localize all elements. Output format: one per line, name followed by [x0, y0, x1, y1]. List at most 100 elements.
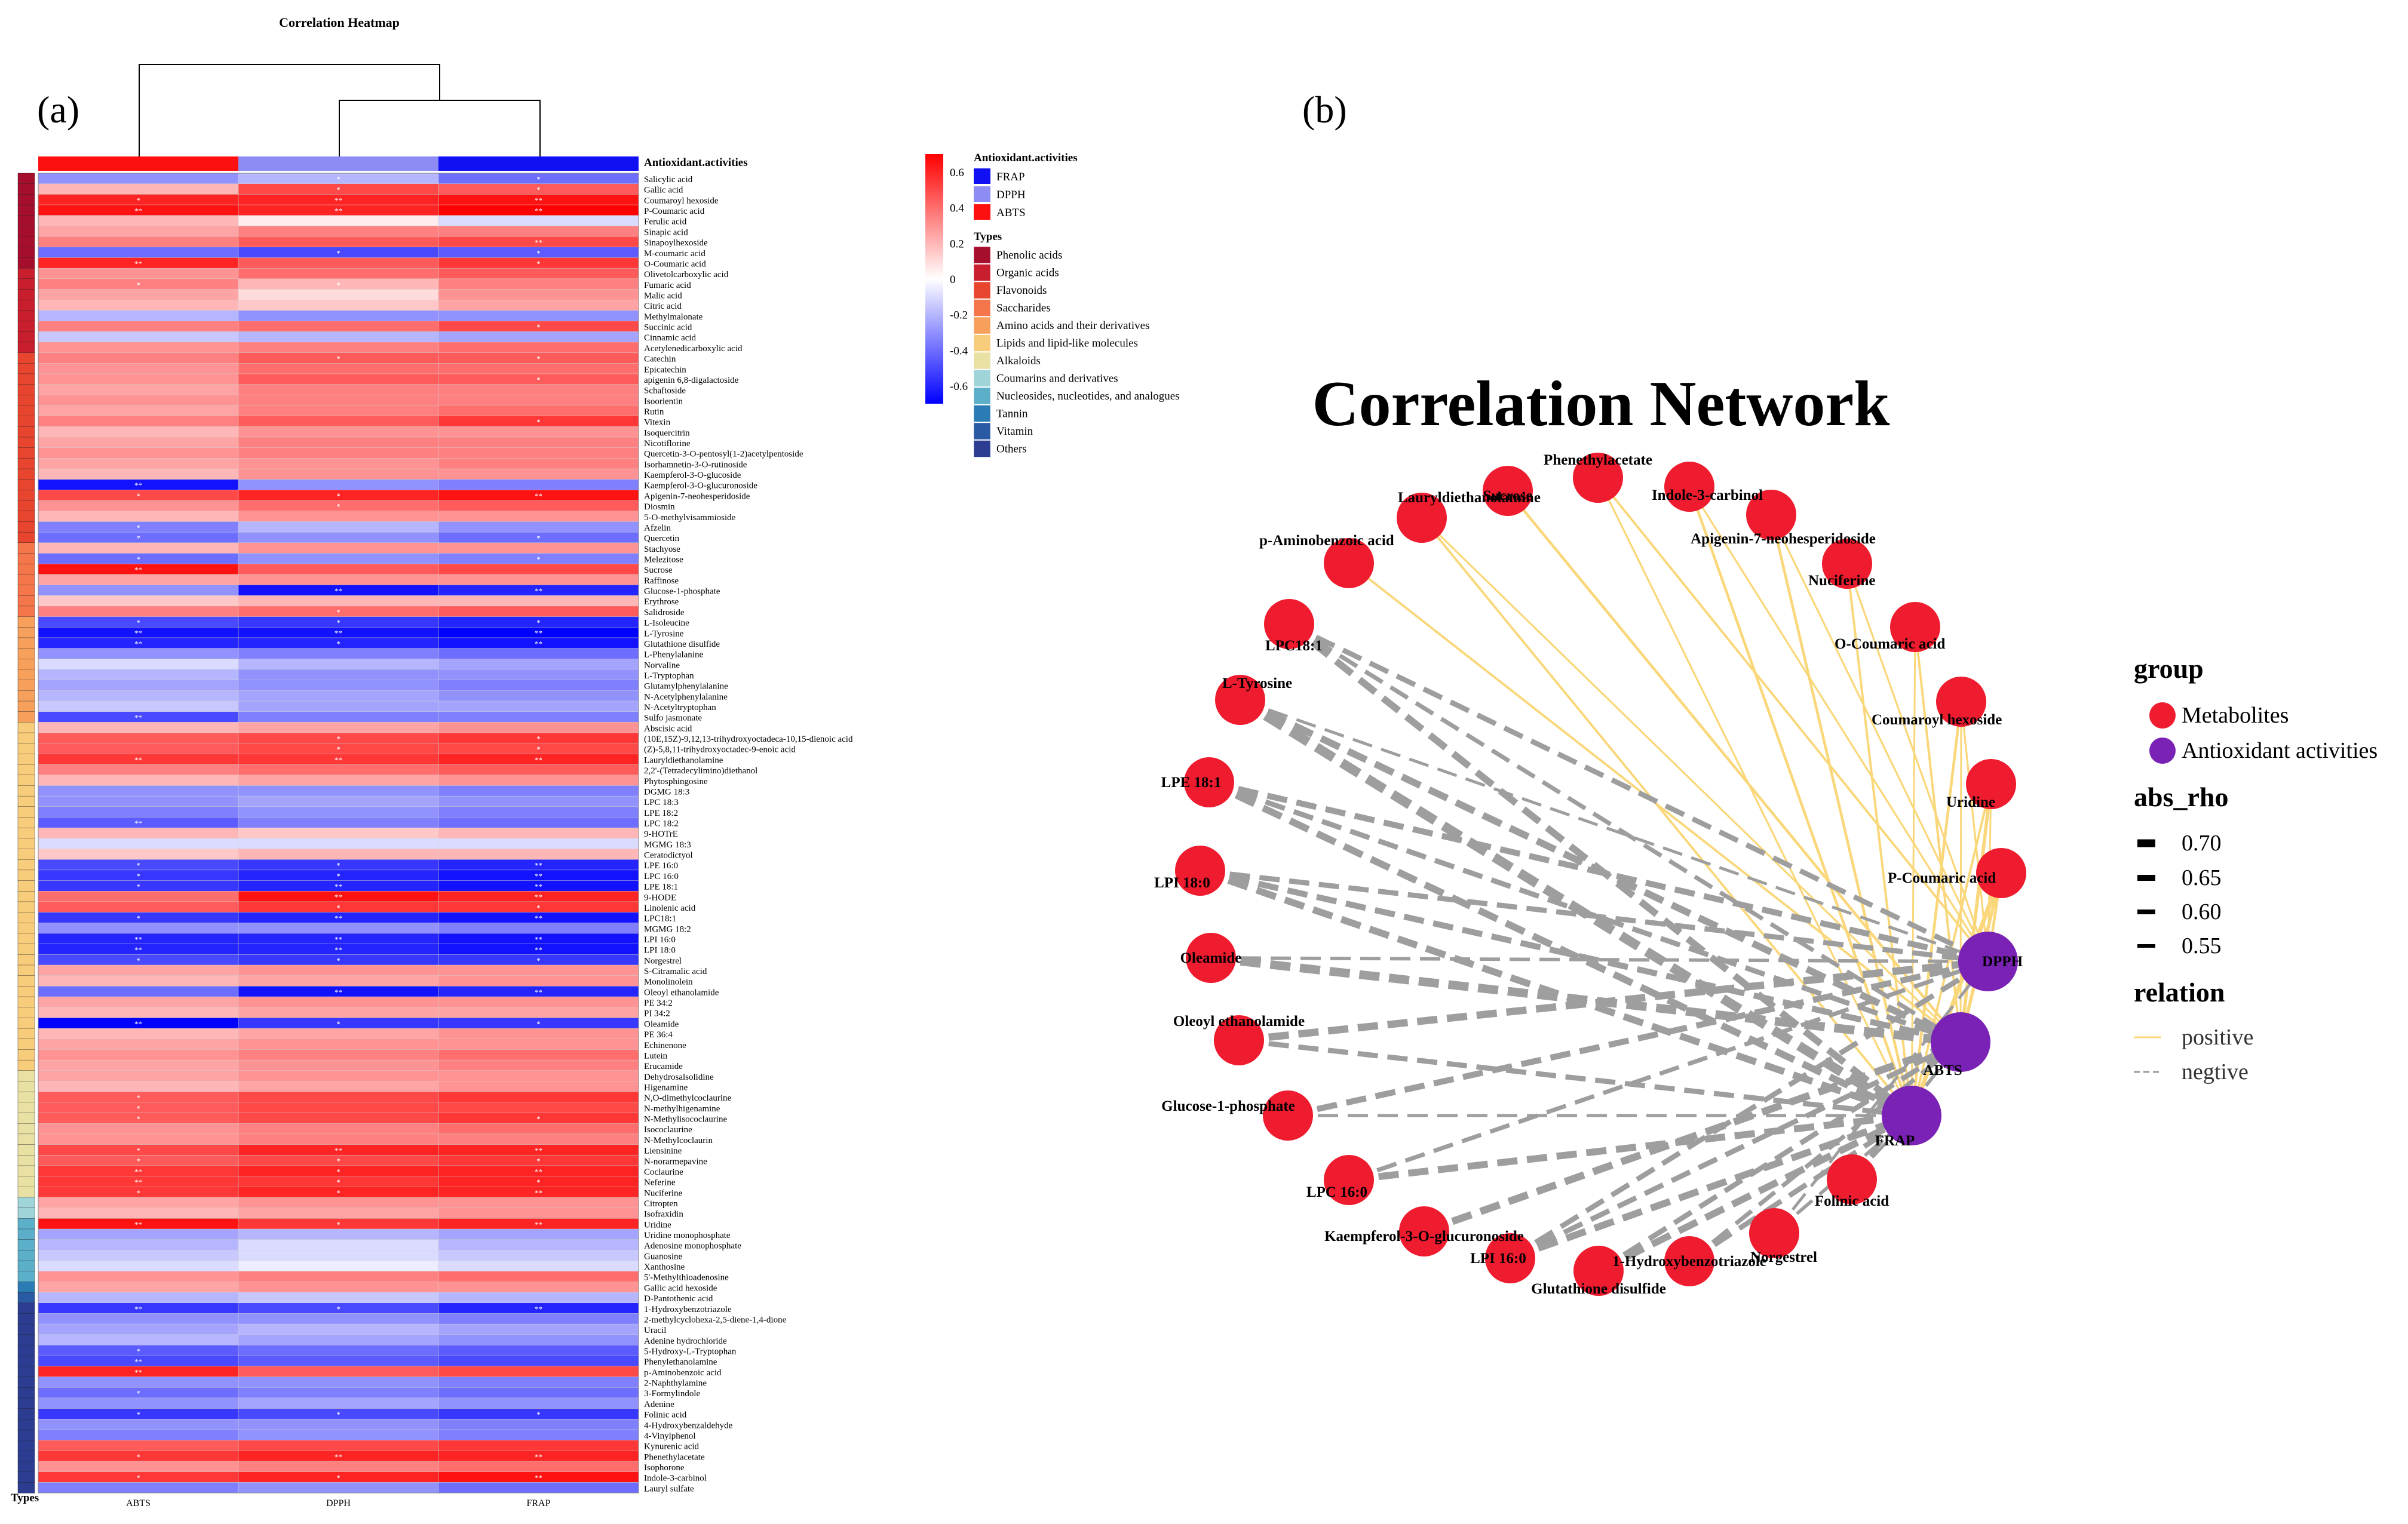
heatmap-cell [238, 806, 439, 818]
significance-mark: * [336, 607, 341, 616]
node-label: Indole-3-carbinol [1652, 487, 1763, 503]
type-cell [17, 500, 35, 512]
type-cell [17, 1419, 35, 1430]
heatmap-cell [38, 1038, 239, 1050]
row-label: Coclaurine [644, 1167, 683, 1177]
network-legend: group Metabolites Antioxidant activities… [2134, 653, 2378, 1084]
significance-mark: * [336, 491, 341, 500]
heatmap-cell [438, 722, 639, 733]
row-label: 1-Hydroxybenzotriazole [644, 1305, 732, 1314]
top-annotation-DPPH [238, 156, 438, 171]
heatmap-cell [438, 1461, 639, 1473]
legend-type-label: Coumarins and derivatives [996, 373, 1118, 385]
heatmap-cell [238, 373, 439, 385]
hub-label: FRAP [1875, 1133, 1915, 1149]
node-label: Glucose-1-phosphate [1161, 1098, 1295, 1114]
heatmap-cell [38, 384, 239, 395]
node-label: Kaempferol-3-O-glucuronoside [1324, 1228, 1524, 1245]
row-label: Methylmalonate [644, 312, 703, 322]
significance-mark: ** [535, 639, 542, 648]
legend-activity-label: ABTS [996, 207, 1026, 219]
heatmap-cell [438, 795, 639, 807]
row-label: Quercetin-3-O-pentosyl(1-2)acetylpentosi… [644, 450, 803, 459]
column-label: DPPH [326, 1498, 351, 1508]
node-Lauryldiethanolamine [1397, 493, 1447, 543]
type-cell [17, 996, 35, 1008]
row-label: Adenine [644, 1400, 674, 1409]
heatmap-cell [238, 1429, 439, 1441]
significance-mark: ** [535, 491, 542, 500]
significance-mark: ** [535, 196, 542, 205]
heatmap-cell [38, 1260, 239, 1272]
row-label: 5'-Methylthioadenosine [644, 1273, 729, 1283]
heatmap-cell [438, 563, 639, 575]
row-label: Isoorientin [644, 397, 683, 406]
legend-type-swatch [973, 422, 991, 440]
legend-negative-label: negtive [2182, 1059, 2249, 1084]
node-label: L-Tyrosine [1222, 675, 1292, 692]
node-Nuciferine [1822, 539, 1872, 589]
heatmap-frame [38, 173, 639, 1494]
heatmap-cell [438, 299, 639, 311]
type-cell [17, 490, 35, 501]
heatmap-cell [438, 1007, 639, 1018]
node-label: LPE 18:1 [1161, 775, 1222, 791]
row-label: 4-Hydroxybenzaldehyde [644, 1421, 733, 1430]
type-cell [17, 891, 35, 902]
heatmap-cell [438, 838, 639, 850]
node-p-Aminobenzoic acid [1324, 538, 1374, 588]
type-cell [17, 700, 35, 712]
significance-mark: * [336, 861, 341, 870]
significance-mark: * [536, 259, 541, 268]
row-label: 9-HODE [644, 893, 676, 902]
row-label: Citropten [644, 1199, 678, 1209]
heatmap-cell [438, 669, 639, 681]
significance-mark: * [536, 956, 541, 965]
heatmap-cell [238, 1271, 439, 1282]
row-label: Norgestrel [644, 956, 682, 966]
row-label: LPC 18:2 [644, 819, 679, 829]
row-label: Quercetin [644, 534, 680, 543]
node-label: 1-Hydroxybenzotriazole [1612, 1253, 1766, 1270]
type-cell [17, 1018, 35, 1029]
heatmap-cell [238, 817, 439, 828]
node-label: LPC 16:0 [1306, 1184, 1367, 1200]
type-cell [17, 1113, 35, 1124]
heatmap-cell [38, 1418, 239, 1430]
panel-b-network: (b) Correlation Network Phenethylacetate… [1154, 88, 2378, 1297]
row-label: Isorhamnetin-3-O-rutinoside [644, 460, 747, 469]
panel-a-title: Correlation Heatmap [279, 15, 400, 30]
heatmap-cell [238, 553, 439, 564]
row-label: Sucrose [644, 566, 673, 575]
significance-mark: * [136, 861, 140, 870]
row-label: Rutin [644, 407, 664, 417]
heatmap-cell [438, 395, 639, 406]
heatmap-cell [38, 690, 239, 702]
significance-mark: * [136, 1410, 140, 1419]
heatmap-cell [238, 362, 439, 374]
significance-mark: * [536, 375, 541, 384]
significance-mark: ** [335, 945, 342, 954]
row-label: (10E,15Z)-9,12,13-trihydroxyoctadeca-10,… [644, 735, 853, 744]
significance-mark: ** [134, 1357, 142, 1366]
type-cell [17, 1366, 35, 1378]
node-label: LPI 18:0 [1154, 875, 1210, 891]
significance-mark: * [536, 903, 541, 912]
heatmap-cell [238, 542, 439, 554]
significance-mark: ** [535, 1167, 542, 1176]
type-cell [17, 405, 35, 417]
heatmap-cell [238, 1123, 439, 1135]
heatmap-cell [38, 775, 239, 786]
significance-mark: ** [134, 945, 142, 954]
significance-mark: ** [535, 586, 542, 595]
row-label: MGMG 18:3 [644, 840, 691, 850]
row-label: L-Tryptophan [644, 671, 694, 681]
heatmap-cell [238, 1007, 439, 1018]
row-label: Epicatechin [644, 365, 686, 374]
type-cell [17, 458, 35, 469]
heatmap-cell [438, 1482, 639, 1494]
type-cell [17, 1355, 35, 1367]
edge-LPI 16:0-DPPH [1508, 959, 1990, 1261]
row-label: 5-Hydroxy-L-Tryptophan [644, 1347, 737, 1357]
row-label: Isococlaurine [644, 1125, 692, 1135]
